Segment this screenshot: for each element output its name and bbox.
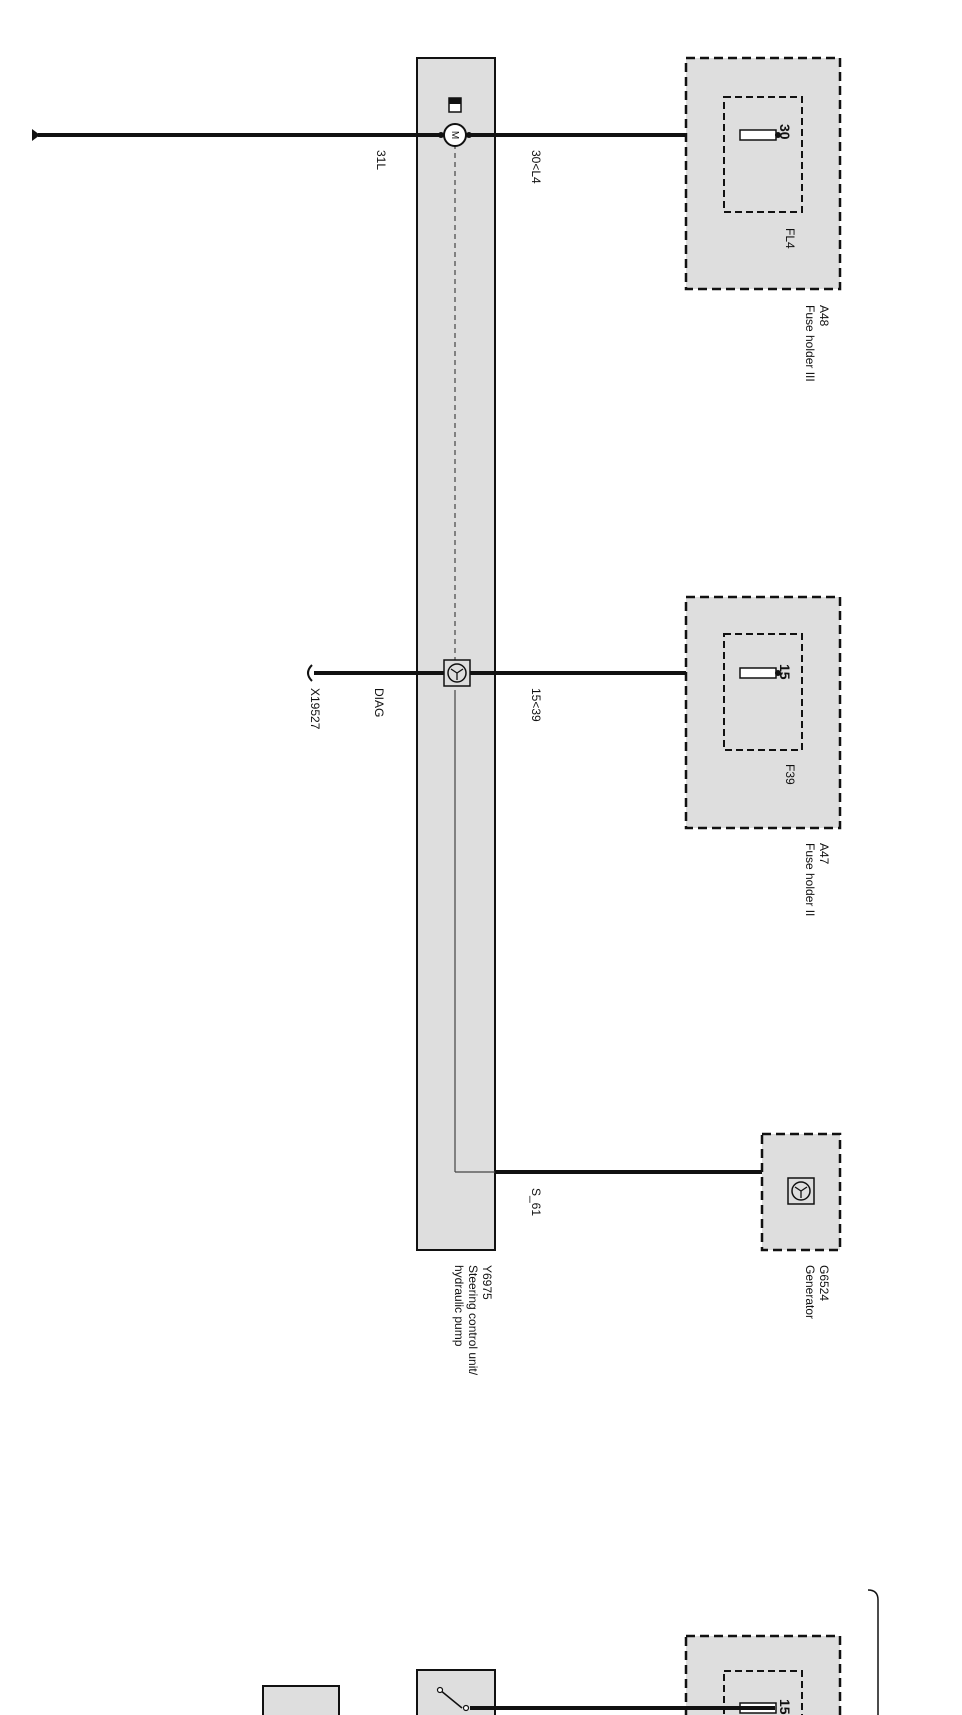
ground-terminal-icon <box>32 129 40 141</box>
motor-indicator-fill <box>449 98 461 104</box>
connector-x19527-label: X19527 <box>308 688 322 730</box>
generator-icon <box>791 1181 811 1201</box>
fuse-f39-terminal-dot <box>775 670 781 676</box>
fuse-holder-2-name: Fuse holder II <box>803 843 817 916</box>
steering-unit-box <box>416 57 496 1251</box>
fuse-fl4-terminal: 30 <box>777 124 793 140</box>
switch-contact-left <box>436 1686 444 1694</box>
motor-symbol-label: M <box>449 131 460 139</box>
lower-fuse-inner-box <box>723 1670 803 1715</box>
fuse-holder-3-id: A48 <box>817 305 831 327</box>
fuse-f39-terminal: 15 <box>777 664 793 680</box>
wire-label-31l: 31L <box>374 150 388 170</box>
fuse-holder-2-box <box>684 595 842 830</box>
generator-id: G6524 <box>817 1265 831 1301</box>
fuse-fl4-icon <box>739 129 777 141</box>
lower-fuse-holder-box <box>684 1634 842 1715</box>
wire-label-15-39: 15<39 <box>529 688 543 722</box>
switch-icon <box>439 1689 463 1709</box>
motor-pin-left <box>438 132 444 138</box>
fuse-holder-3-name: Fuse holder III <box>803 305 817 382</box>
signal-symbol-icon <box>447 663 467 683</box>
signal-symbol-mark <box>450 668 464 680</box>
generator-icon-mark <box>794 1186 808 1198</box>
fuse-f39-label: F39 <box>783 764 797 785</box>
fuse-fl4-label: FL4 <box>783 228 797 249</box>
bracket-mark <box>867 1589 879 1715</box>
fuse-holder-2-id: A47 <box>817 843 831 865</box>
wire-label-30-l4: 30<L4 <box>529 150 543 184</box>
fuse-holder-3-box <box>684 56 842 291</box>
steering-unit-id: Y6975 <box>480 1265 494 1300</box>
switch-contact-right <box>462 1704 470 1712</box>
generator-name: Generator <box>803 1265 817 1319</box>
fuse-fl4-inner-box <box>723 96 803 213</box>
steering-unit-name-line1: Steering control unit/ <box>466 1265 480 1376</box>
connector-x19527-icon <box>307 664 313 682</box>
steering-unit-name-line2: hydraulic pump <box>452 1265 466 1347</box>
wire-label-diag: DIAG <box>372 688 386 717</box>
wire-label-s61: S_61 <box>529 1188 543 1216</box>
lower-left-box <box>262 1685 340 1715</box>
fuse-f39-inner-box <box>723 633 803 751</box>
lower-fuse-terminal: 15 <box>777 1699 793 1715</box>
fuse-f39-icon <box>739 667 777 679</box>
fuse-fl4-terminal-dot <box>775 132 781 138</box>
